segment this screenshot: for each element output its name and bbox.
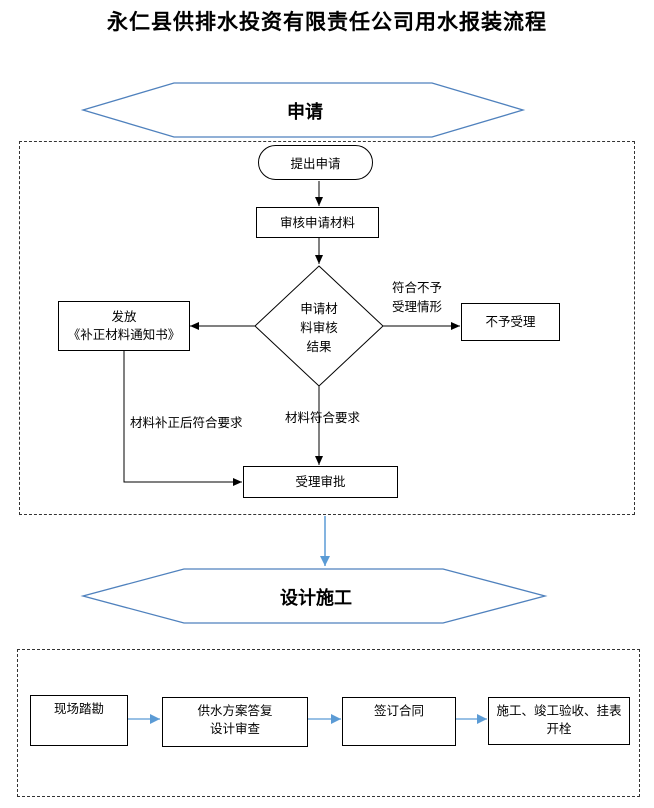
step-construction-acceptance: 施工、竣工验收、挂表 开栓: [488, 697, 630, 745]
step-site-survey: 现场踏勘: [30, 695, 128, 746]
node-issue-notice: 发放 《补正材料通知书》: [58, 301, 190, 351]
page-title: 永仁县供排水投资有限责任公司用水报装流程: [107, 9, 547, 34]
section-label-design: 设计施工: [280, 588, 352, 609]
step-sign-contract: 签订合同: [342, 697, 456, 746]
design-section-frame: [17, 649, 640, 797]
decision-label: 申请材 料审核 结果: [300, 301, 338, 354]
node-review-materials: 审核申请材料: [256, 207, 379, 238]
section-banner-design: [80, 568, 548, 624]
arrow-notice-to-approve: [123, 351, 242, 486]
section-banner-apply: [80, 82, 526, 138]
label-meets-condition: 材料符合要求: [285, 410, 361, 425]
step-design-review: 供水方案答复 设计审查: [162, 697, 308, 747]
label-supplement-condition: 材料补正后符合要求: [130, 415, 243, 430]
label-reject-condition: 符合不予 受理情形: [392, 280, 443, 314]
section-label-apply: 申请: [287, 102, 323, 123]
node-reject: 不予受理: [461, 303, 560, 341]
apply-section-frame: [19, 141, 635, 515]
node-approve: 受理审批: [243, 466, 398, 498]
node-submit-application: 提出申请: [258, 145, 373, 180]
